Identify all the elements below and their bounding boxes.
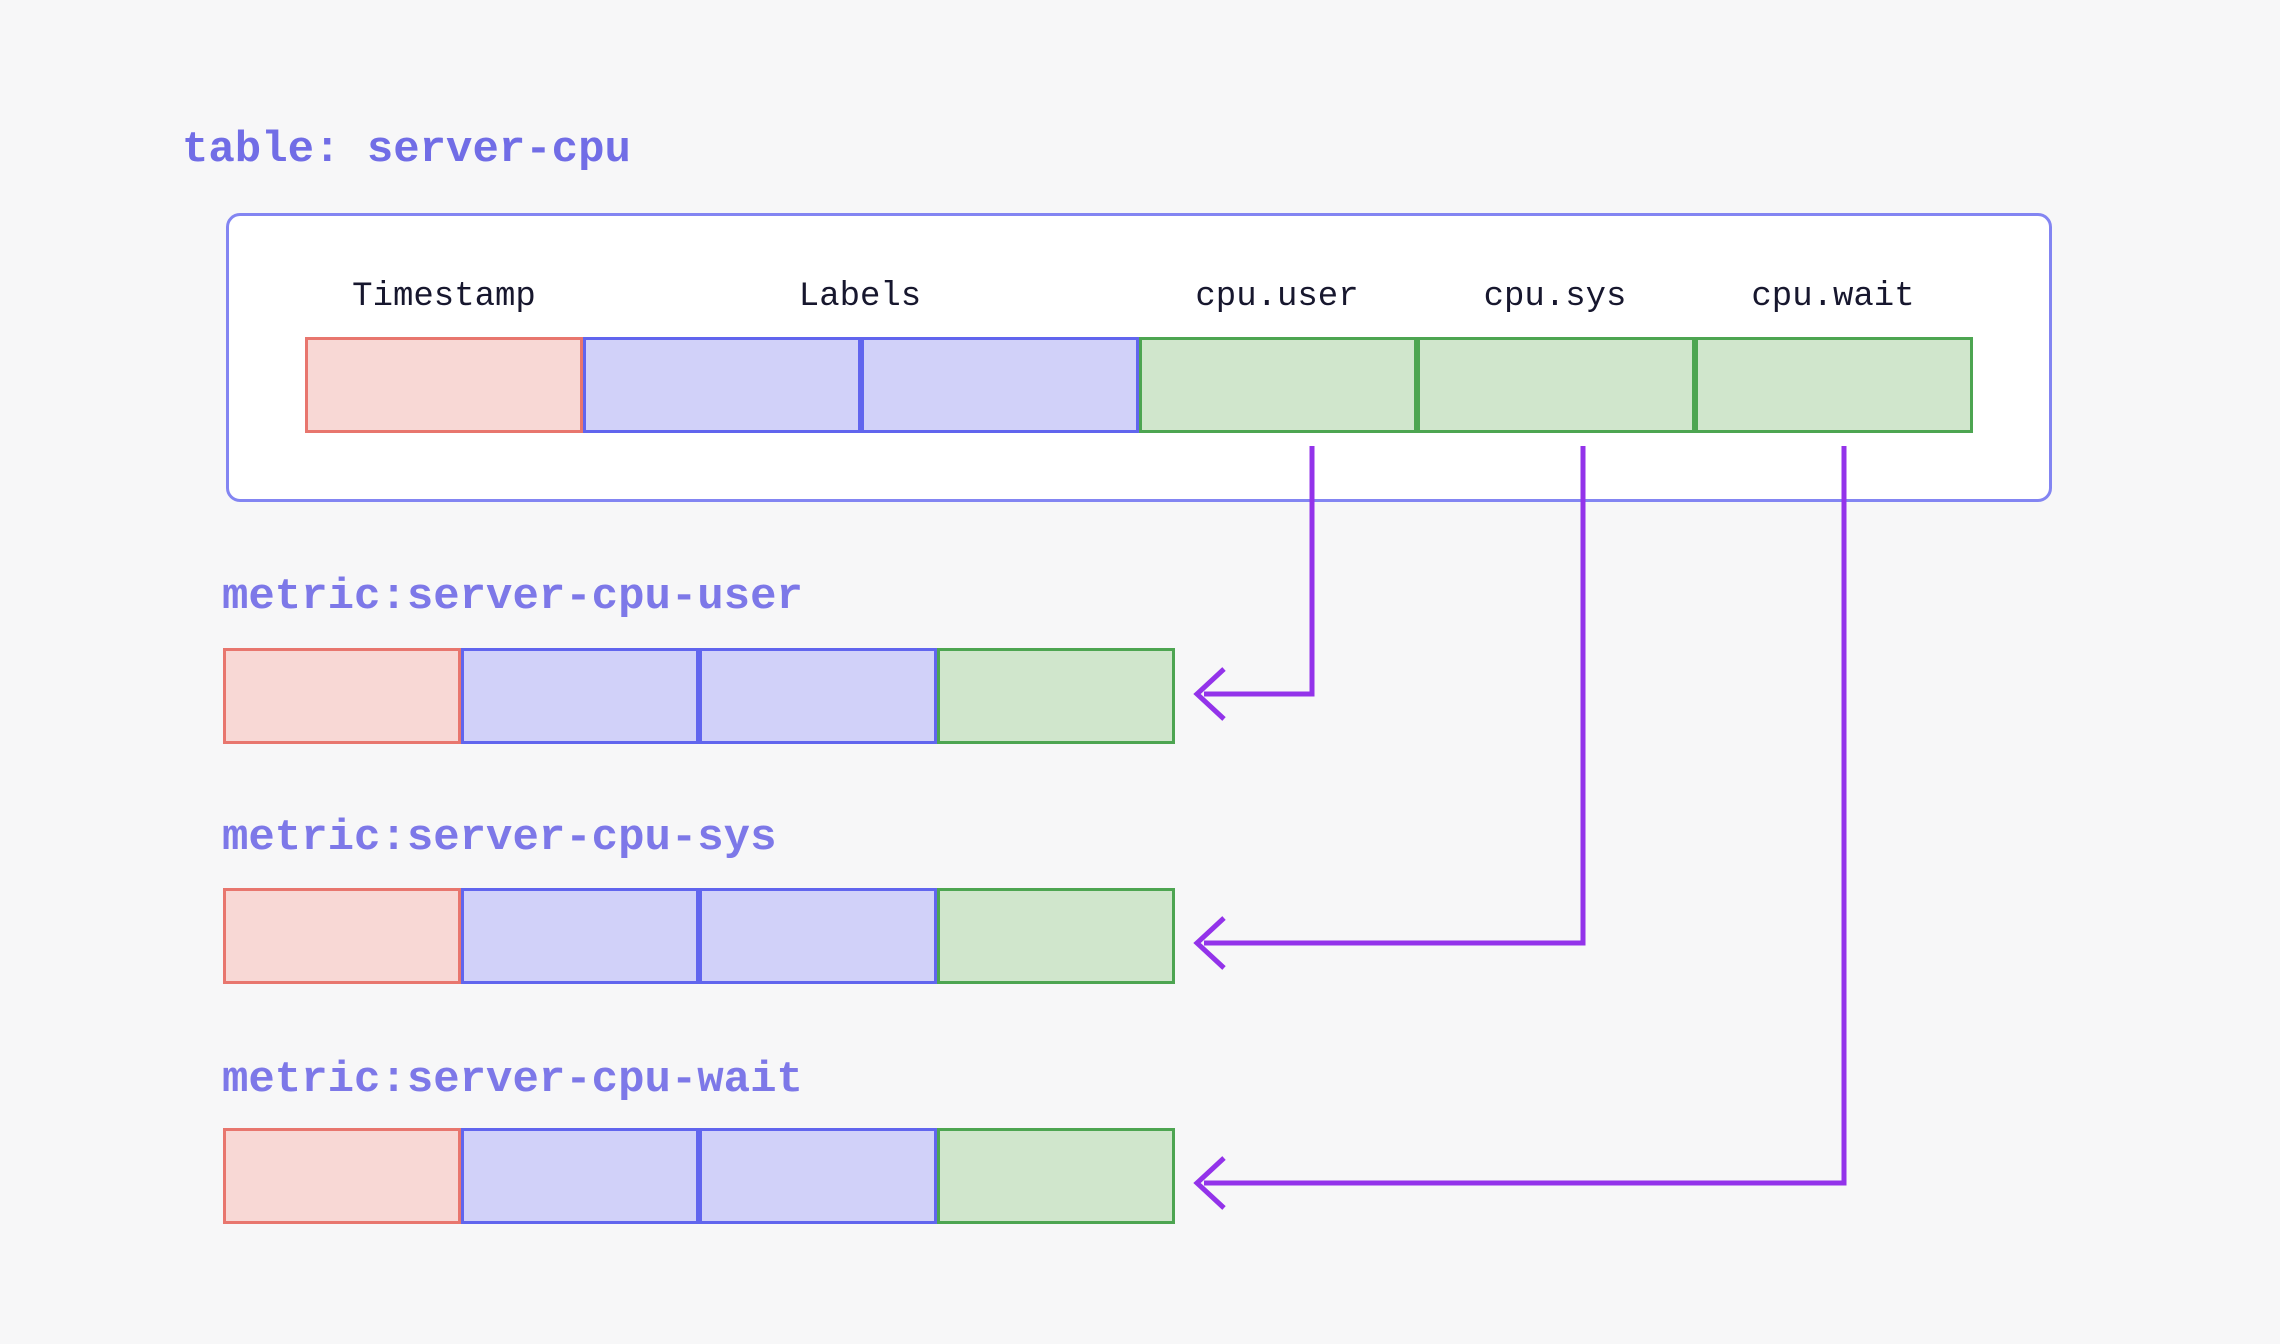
arrow-head-cpu-user-icon <box>1193 667 1226 721</box>
metric-title-server-cpu-user: metric:server-cpu-user <box>222 572 803 622</box>
metric-row-labels-cell-2 <box>699 888 937 984</box>
column-header-timestamp: Timestamp <box>352 278 536 316</box>
table-labels-cell-2 <box>861 337 1139 433</box>
metric-row-labels-cell-1 <box>461 888 699 984</box>
arrow-line-cpu-sys <box>1204 446 1586 946</box>
column-header-labels: Labels <box>798 278 922 316</box>
table-timestamp-cell <box>305 337 583 433</box>
arrow-head-cpu-wait-icon <box>1193 1156 1226 1210</box>
metric-row-labels-cell-1 <box>461 648 699 744</box>
column-header-cpu-sys: cpu.sys <box>1483 278 1627 316</box>
metric-title-server-cpu-wait: metric:server-cpu-wait <box>222 1055 803 1105</box>
arrow-line-cpu-wait <box>1204 446 1847 1186</box>
metric-row-labels-cell-2 <box>699 648 937 744</box>
metric-row-value-cell-cpu-sys <box>937 888 1175 984</box>
table-title: table: server-cpu <box>182 125 631 175</box>
table-field-cell-cpu-sys <box>1417 337 1695 433</box>
table-field-cell-cpu-wait <box>1695 337 1973 433</box>
metric-row-timestamp-cell <box>223 888 461 984</box>
metric-row-timestamp-cell <box>223 648 461 744</box>
arrow-head-cpu-sys-icon <box>1193 916 1226 970</box>
table-labels-cell-1 <box>583 337 861 433</box>
metric-row-labels-cell-2 <box>699 1128 937 1224</box>
metric-row-timestamp-cell <box>223 1128 461 1224</box>
metric-row-labels-cell-1 <box>461 1128 699 1224</box>
metric-row-value-cell-cpu-wait <box>937 1128 1175 1224</box>
column-header-cpu-wait: cpu.wait <box>1751 278 1915 316</box>
metric-title-server-cpu-sys: metric:server-cpu-sys <box>222 813 777 863</box>
table-field-cell-cpu-user <box>1139 337 1417 433</box>
column-header-cpu-user: cpu.user <box>1195 278 1359 316</box>
metric-row-value-cell-cpu-user <box>937 648 1175 744</box>
